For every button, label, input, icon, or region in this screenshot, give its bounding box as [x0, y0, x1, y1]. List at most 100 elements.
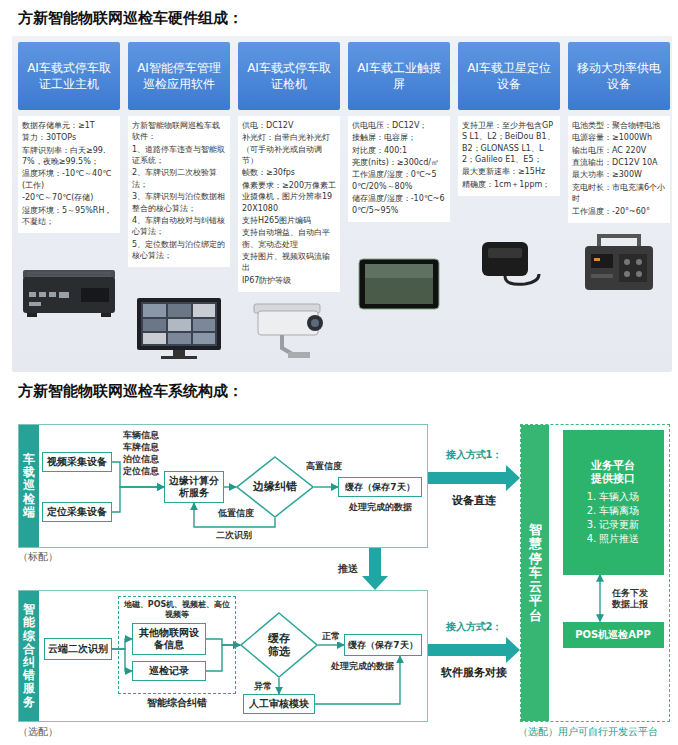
- spec-text: 1、道路停车违查与智能取证系统；: [132, 144, 226, 167]
- box-text: 其他物联网设备信息: [136, 627, 202, 651]
- note-label: 二次识别: [216, 530, 252, 541]
- spec-text: 工作温度/湿度：0℃~50℃/20%～80%: [352, 169, 446, 192]
- note-label: 处理完成的数据: [349, 502, 412, 513]
- spec-card: 方新智能物联网巡检车载软件：1、道路停车违查与智能取证系统；2、车牌识别二次校验…: [128, 116, 230, 267]
- spec-text: 帧数：≥30fps: [242, 167, 336, 178]
- spec-text: 支持H265图片编码: [242, 215, 336, 226]
- connector-line: [314, 486, 338, 487]
- platform-box: POS机巡检APP: [563, 622, 664, 648]
- spec-text: 湿度环境：5～95%RH，不凝结；: [22, 205, 116, 228]
- spec-text: 像素要求：≥200万像素工业摄像机，图片分辨率1920X1080: [242, 180, 336, 214]
- box-text: 缓存（保存7天）: [348, 640, 417, 651]
- spec-text: 支持卫星：至少并包含GPS L1、L2；BeiDou B1、B2；GLONASS…: [462, 120, 556, 165]
- connector-line: [112, 649, 132, 671]
- spec-text: 方新智能物联网巡检车载软件：: [132, 120, 226, 143]
- spec-header: AI车载卫星定位设备: [458, 42, 560, 110]
- process-box: 视频采集设备: [42, 452, 112, 472]
- header-text: 移动大功率供电设备: [574, 60, 664, 92]
- process-box: 云端二次识别: [44, 638, 112, 660]
- section-title: 方新智能物联网巡检车系统构成：: [18, 382, 243, 400]
- connector-line: [112, 639, 132, 649]
- platform-content: POS机巡检APP: [575, 629, 650, 641]
- box-text: 视频采集设备: [47, 456, 107, 468]
- edge-label: 接入方式1：: [445, 449, 504, 462]
- spec-text: 直流输出：DC12V 10A: [572, 157, 666, 168]
- spec-text: 亮度(nits)：≥300cd/㎡: [352, 157, 446, 168]
- edge-label: 异常: [253, 681, 273, 692]
- spec-text: 工作温度：-20°~60°: [572, 206, 666, 217]
- spec-card: 供电：DC12V补光灯：自带白光补光灯（可手动补光或自动调节）帧数：≥30fps…: [238, 116, 340, 292]
- process-box: 定位采集设备: [42, 502, 112, 522]
- spec-text: 电池类型：聚合物锂电池: [572, 120, 666, 131]
- spec-header: AI智能停车管理巡检应用软件: [128, 42, 230, 110]
- spec-text: 支持自动增益、自动白平衡、宽动态处理: [242, 227, 336, 250]
- header-text: AI车载卫星定位设备: [464, 60, 554, 92]
- note-label: 软件服务对接: [441, 666, 507, 679]
- note-label: 处理完成的数据: [331, 661, 394, 672]
- spec-text: 车牌识别率：白天≥99.7%，夜晚≥99.5%；: [22, 145, 116, 168]
- header-text: AI车载工业触摸屏: [354, 60, 444, 92]
- connector-line: [206, 639, 240, 645]
- industrial-pc-picture: [21, 262, 117, 320]
- header-text: AI车载式停车取证枪机: [244, 60, 334, 92]
- spec-text: 供电电压：DC12V；: [352, 120, 446, 131]
- spec-card: 供电电压：DC12V；接触屏：电容屏；对比度：400:1亮度(nits)：≥30…: [348, 116, 450, 222]
- diamond-text: 缓存筛选: [266, 632, 292, 658]
- edge-label: 正常: [321, 631, 341, 642]
- connector-line: [206, 645, 240, 671]
- platform-text: 2. 车辆离场: [587, 505, 640, 517]
- box-text: 云端二次识别: [48, 643, 108, 655]
- spec-text: 5、定位数据与泊位绑定的核心算法；: [132, 239, 226, 262]
- note-label: 设备直连: [452, 494, 496, 507]
- monitor-picture: [133, 296, 225, 362]
- gps-device-picture: [474, 236, 544, 290]
- spec-text: 2、车牌识别二次校验算法；: [132, 167, 226, 190]
- process-box: 边缘计算分析服务: [164, 471, 224, 503]
- spec-header: AI车载工业触摸屏: [348, 42, 450, 110]
- spec-text: IP67防护等级: [242, 275, 336, 286]
- spec-header: AI车载式停车取证枪机: [238, 42, 340, 110]
- connector-line: [315, 656, 400, 704]
- platform-text: 3. 记录更新: [587, 519, 640, 531]
- connector-line: [224, 486, 236, 487]
- region-panel: 智能综合纠错服务云端二次识别地磁、POS机、视频桩、高位视频等智能综合纠错其他物…: [18, 590, 428, 722]
- cloud-panel: 智慧停车云平台业务平台 提供接口1. 车辆入场2. 车辆离场3. 记录更新4. …: [520, 424, 670, 722]
- note-label: 泊位信息: [123, 454, 159, 465]
- box-text: 巡检记录: [149, 665, 189, 677]
- note-label: 车辆信息: [123, 430, 159, 441]
- platform-text: 4. 照片推送: [587, 533, 640, 545]
- spec-text: 精确度：1cm＋1ppm；: [462, 179, 556, 190]
- note-label: 车牌信息: [123, 442, 159, 453]
- spec-text: 数据存储单元：≥1T: [22, 120, 116, 131]
- spec-header: 移动大功率供电设备: [568, 42, 670, 110]
- platform-box: 业务平台 提供接口 1. 车辆入场 2. 车辆离场 3. 记录更新 4. 照片推送: [563, 430, 664, 575]
- section-title: 方新智能物联网巡检车硬件组成：: [18, 9, 243, 27]
- platform-text: POS机巡检APP: [575, 629, 650, 641]
- edge-label: 高置信度: [305, 461, 343, 472]
- spec-card: 电池类型：聚合物锂电池电源容量：≥1000Wh输出电压：AC 220V直流输出：…: [568, 116, 670, 223]
- box-text: 定位采集设备: [47, 506, 107, 518]
- platform-heading: 业务平台 提供接口: [588, 459, 638, 485]
- spec-text: 温度环境：-10℃～40℃(工作): [22, 168, 116, 191]
- platform-text: 1. 车辆入场: [587, 491, 640, 503]
- spec-text: 3、车牌识别与泊位数据相整合的核心算法；: [132, 191, 226, 214]
- spec-text: 补光灯：自带白光补光灯（可手动补光或自动调节）: [242, 132, 336, 166]
- region-panel: 车载巡检端视频采集设备定位采集设备边缘计算分析服务边缘纠错缓存（保存7天）: [18, 424, 428, 548]
- diamond-text: 边缘纠错: [251, 480, 299, 493]
- box-text: 缓存（保存7天）: [345, 482, 414, 493]
- spec-text: 充电时长：市电充满6个小时: [572, 182, 666, 205]
- connector-line: [599, 575, 600, 622]
- process-box: 缓存（保存7天）: [338, 477, 422, 497]
- touchscreen-picture: [357, 255, 441, 313]
- flow-arrow: [428, 637, 520, 663]
- note-label: （选配）: [18, 726, 58, 738]
- spec-header: AI车载式停车取证工业主机: [18, 42, 120, 110]
- spec-text: 最大功率：≥300W: [572, 169, 666, 180]
- process-box: 巡检记录: [132, 661, 206, 681]
- spec-text: 最大更新速率：≥15Hz: [462, 166, 556, 177]
- band-text: 智能综合纠错服务: [23, 603, 35, 709]
- spec-text: 对比度：400:1: [352, 145, 446, 156]
- connector-line: [318, 644, 344, 645]
- edge-label: 任务下发 数据上报: [607, 588, 653, 611]
